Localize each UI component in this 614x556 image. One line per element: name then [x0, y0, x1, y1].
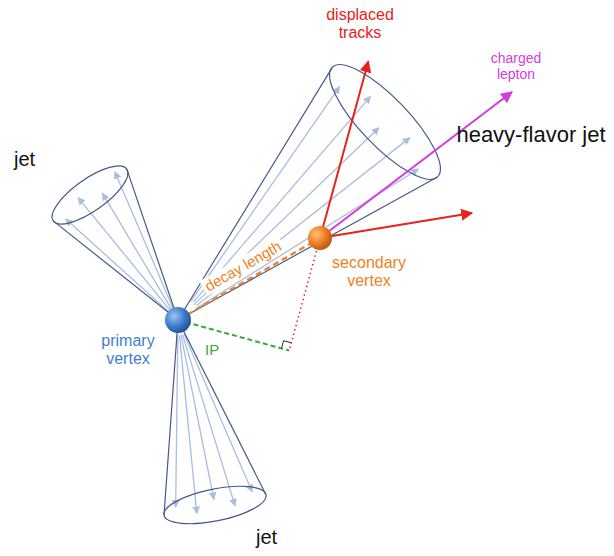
particle-track [78, 198, 170, 311]
track-label: displaced tracks [312, 6, 408, 43]
particle-track [115, 172, 173, 308]
cone-edge [178, 177, 438, 320]
particle-track [183, 335, 235, 506]
vertex-label: secondary vertex [326, 254, 412, 291]
impact-parameter-line [178, 320, 289, 351]
tracks [165, 61, 512, 350]
cone-edge [53, 221, 178, 320]
jet-label: jet [14, 148, 35, 171]
particle-track [197, 169, 418, 308]
cone-opening [315, 50, 455, 193]
right-angle-mark [281, 341, 291, 349]
jet-cone [44, 156, 178, 320]
decay-length-line [178, 238, 320, 320]
cone-edge [164, 320, 178, 515]
vertex-label: primary vertex [90, 332, 166, 369]
particle-track [184, 334, 252, 492]
displaced-track [320, 213, 472, 238]
lepton-label: charged lepton [476, 50, 556, 82]
particle-track [66, 219, 169, 312]
jet-label: heavy-flavor jet [451, 122, 611, 147]
cone-edge [178, 320, 266, 495]
primary-vertex-dot [165, 307, 191, 333]
lepton-track [320, 92, 512, 238]
ip-label: IP [205, 341, 219, 358]
cone-opening [44, 156, 136, 234]
particle-track [176, 335, 178, 507]
cone-opening [161, 479, 269, 531]
track-extrapolation [289, 238, 320, 351]
jet-cones [44, 50, 455, 530]
displaced-track [320, 61, 368, 238]
particle-track [180, 335, 197, 513]
cone-edge [178, 67, 332, 320]
jet-cone [178, 50, 455, 320]
jet-cone [161, 320, 269, 531]
jet-label: jet [256, 526, 277, 549]
cone-edge [127, 169, 178, 320]
particle-track [102, 193, 172, 310]
secondary-vertex-dot [308, 226, 332, 250]
particle-track [193, 96, 370, 302]
